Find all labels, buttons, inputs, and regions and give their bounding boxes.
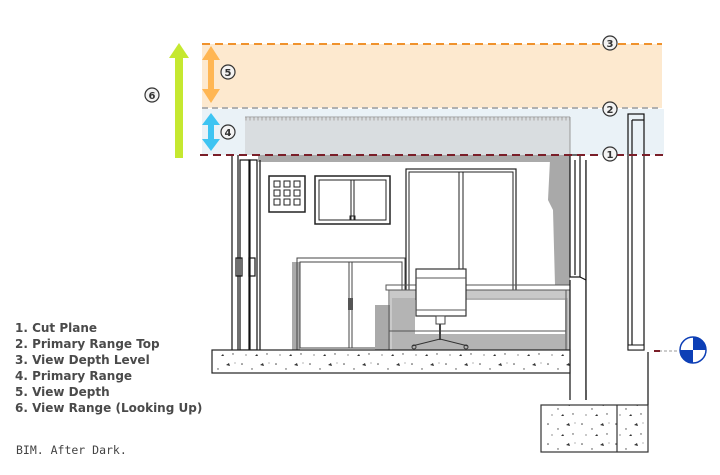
legend-item-view-range: 6. View Range (Looking Up)	[15, 401, 203, 415]
wall-panel	[268, 175, 306, 213]
right-wall	[569, 154, 587, 400]
legend-item-view-depth-level: 3. View Depth Level	[15, 353, 150, 367]
elevation-marker-icon	[679, 336, 707, 364]
office-chair	[411, 268, 469, 350]
arrow-primary-range-icon	[202, 113, 220, 151]
marker-5: 5	[220, 64, 236, 80]
marker-2: 2	[602, 101, 618, 117]
arrow-view-depth-icon	[202, 46, 220, 103]
left-wall	[231, 155, 261, 352]
legend-item-cut-plane: 1. Cut Plane	[15, 321, 98, 335]
footer-caption: BIM. After Dark.	[16, 443, 127, 457]
svg-text:3: 3	[607, 39, 614, 50]
svg-text:6: 6	[149, 91, 156, 102]
svg-text:4: 4	[225, 128, 232, 139]
legend-item-primary-range-top: 2. Primary Range Top	[15, 337, 160, 351]
legend-item-view-depth: 5. View Depth	[15, 385, 110, 399]
marker-3: 3	[602, 35, 618, 51]
view-depth-band	[202, 44, 662, 108]
floor-slab	[211, 349, 571, 374]
curtain-wall	[585, 113, 649, 405]
marker-1: 1	[602, 146, 618, 162]
footing	[540, 404, 649, 453]
legend-item-primary-range: 4. Primary Range	[15, 369, 133, 383]
arrow-looking-up-icon	[169, 43, 189, 158]
marker-6: 6	[144, 87, 160, 103]
svg-text:5: 5	[225, 68, 232, 79]
svg-text:1: 1	[607, 150, 614, 161]
window	[314, 175, 391, 225]
legend: 1. Cut Plane 2. Primary Range Top 3. Vie…	[15, 320, 202, 416]
marker-4: 4	[220, 124, 236, 140]
svg-text:2: 2	[607, 105, 614, 116]
